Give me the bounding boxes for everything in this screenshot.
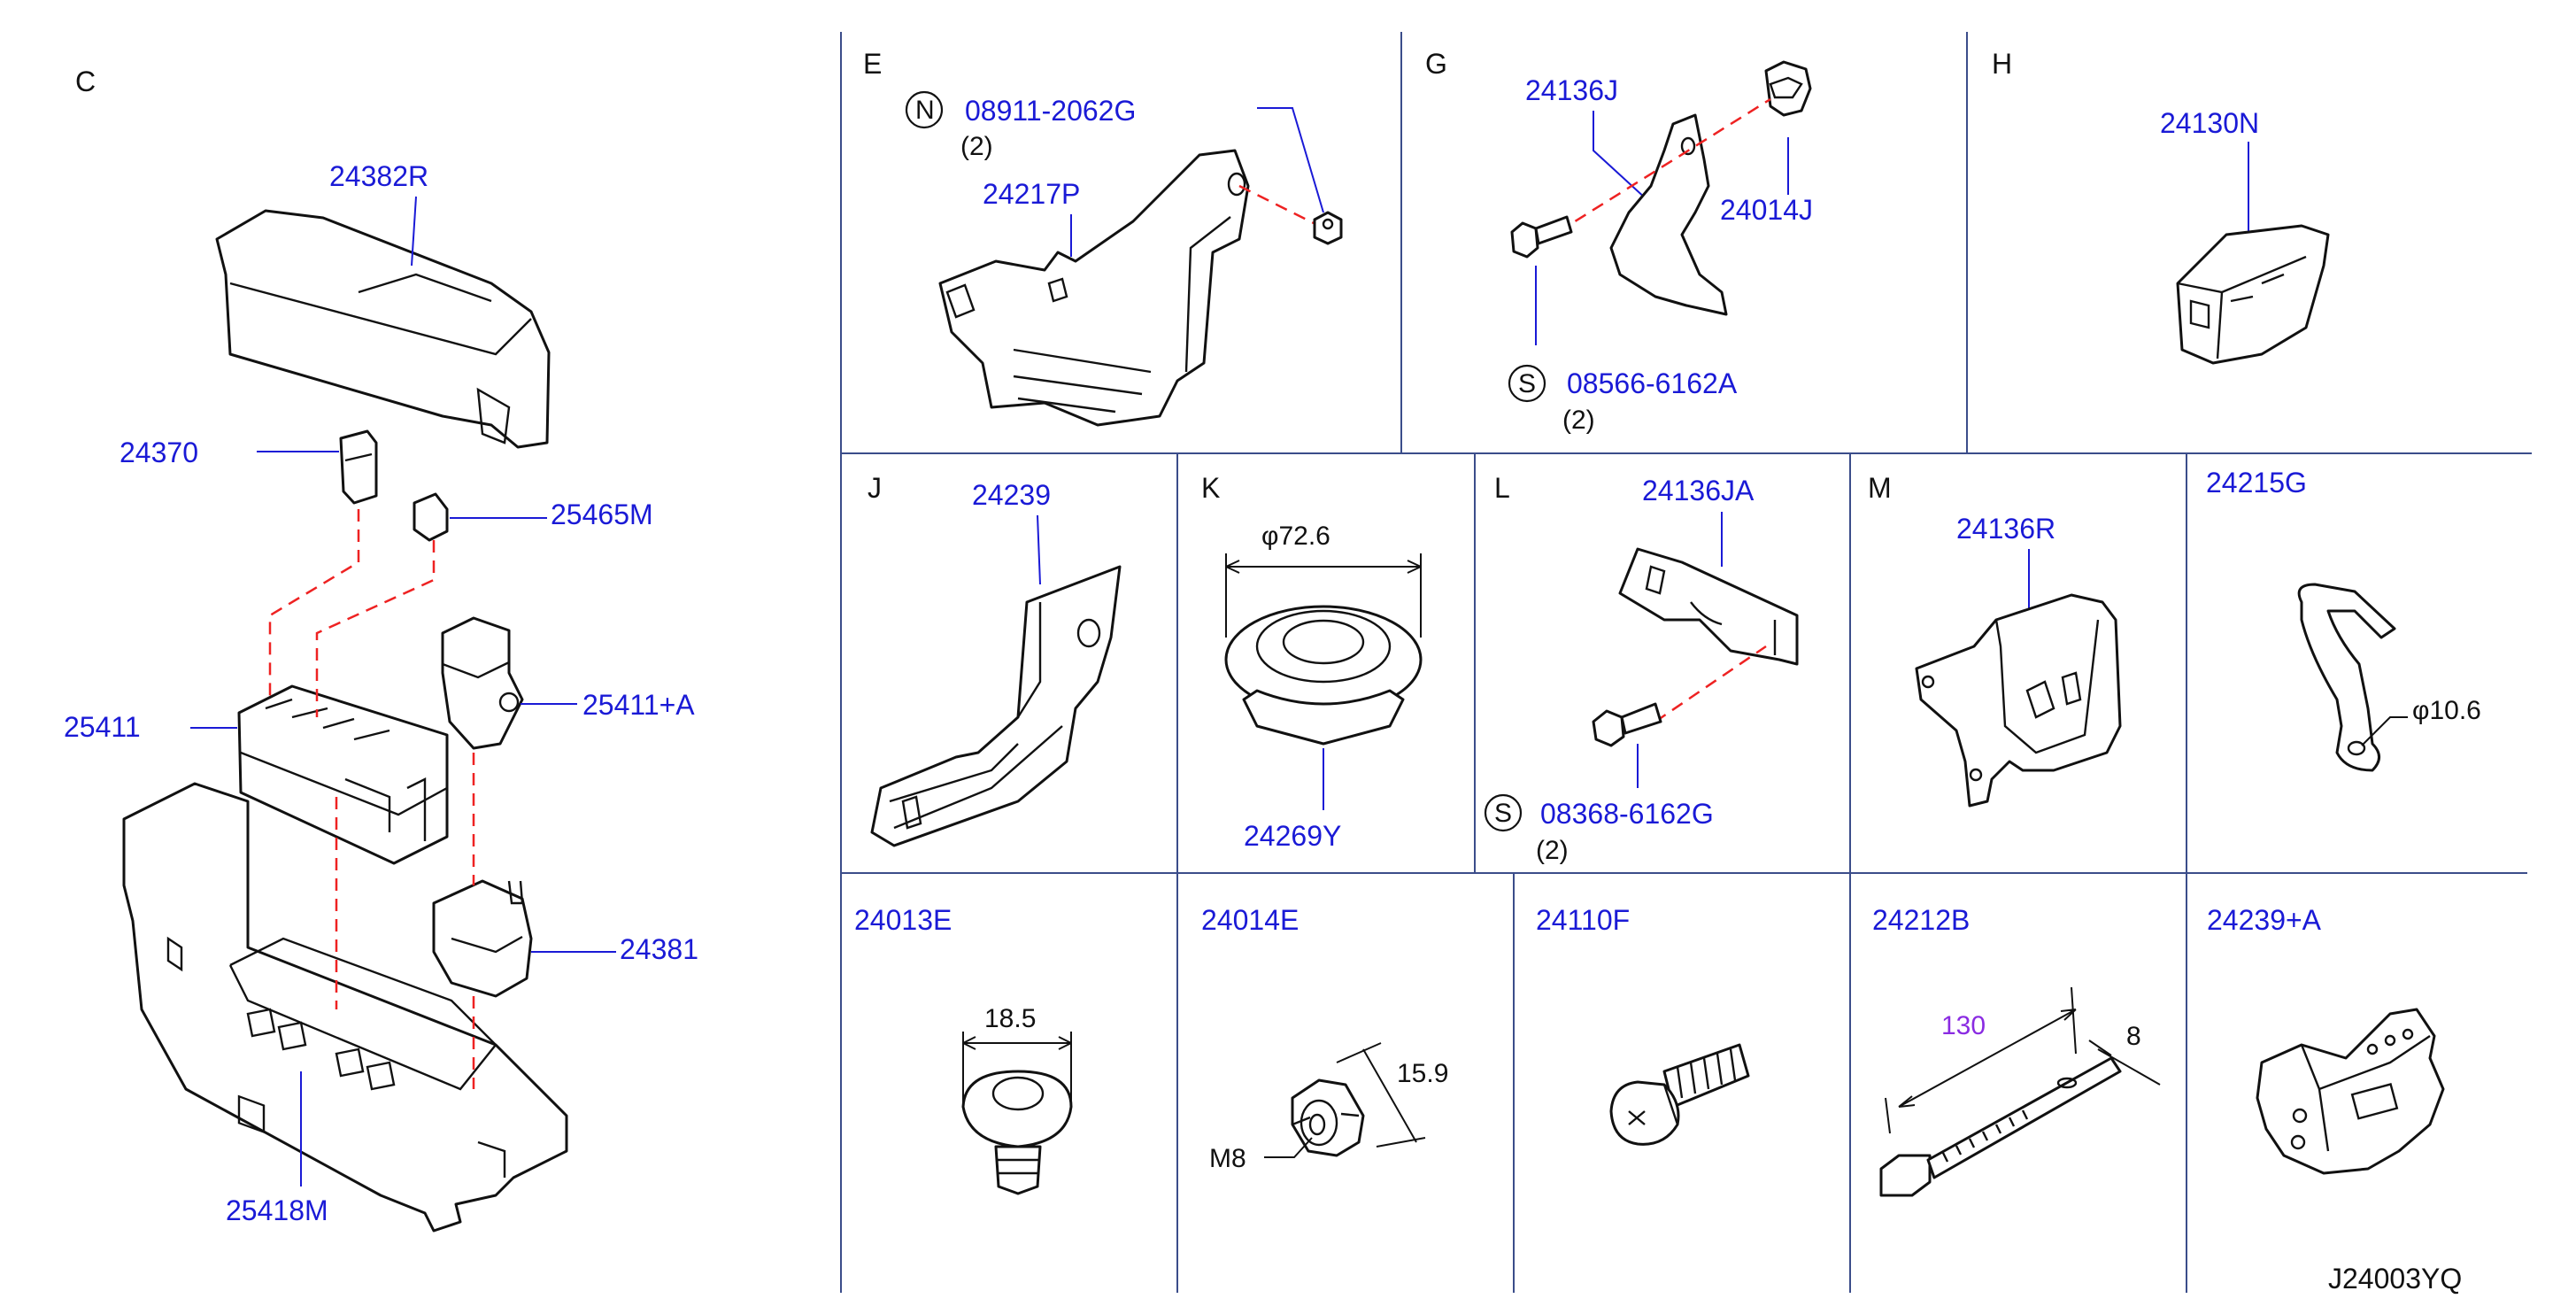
dim-15-9: 15.9	[1397, 1059, 1448, 1088]
section-e: E N 08911-2062G (2) 24217P	[863, 48, 1343, 427]
dim-width-8: 8	[2126, 1022, 2141, 1051]
part-label-25418m[interactable]: 25418M	[226, 1194, 328, 1226]
bracket-24136r	[1915, 593, 2122, 808]
part-label-24382r[interactable]: 24382R	[329, 160, 428, 192]
part-label-24215g[interactable]: 24215G	[2206, 467, 2307, 499]
nut-08911	[1313, 211, 1343, 245]
dim-m8: M8	[1209, 1144, 1246, 1173]
bracket-24239	[870, 565, 1122, 847]
s-symbol-2: S	[1494, 799, 1512, 828]
part-label-24217p[interactable]: 24217P	[983, 178, 1080, 210]
bracket-24136ja	[1618, 547, 1799, 666]
clip-24013e	[961, 1070, 1073, 1195]
dim-length-130: 130	[1941, 1011, 1986, 1040]
alignment-lines-c	[268, 509, 475, 1089]
s-symbol-1: S	[1518, 369, 1536, 398]
relay-25411a	[441, 616, 524, 750]
bolt-08368	[1592, 702, 1662, 747]
section-label-j: J	[868, 472, 882, 504]
n-symbol: N	[915, 96, 935, 125]
section-label-g: G	[1425, 48, 1447, 80]
section-g: G 24136J 24014J S 08566-6162A (2)	[1425, 48, 1813, 435]
part-label-08566[interactable]: 08566-6162A	[1567, 367, 1738, 399]
part-label-25465m[interactable]: 25465M	[551, 499, 653, 530]
part-label-24212b[interactable]: 24212B	[1872, 904, 1970, 936]
section-c: C 24382R 24370 25465M 25411	[64, 66, 698, 1233]
qty-08566: (2)	[1562, 406, 1595, 435]
section-label-l: L	[1494, 472, 1510, 504]
fuse-24370	[339, 429, 378, 505]
section-label-h: H	[1992, 48, 2012, 80]
s-symbol-circle-1	[1508, 364, 1546, 403]
dim-phi10: φ10.6	[2412, 696, 2481, 725]
s-symbol-circle-2	[1484, 793, 1523, 832]
section-24013e: 24013E 18.5	[854, 904, 1073, 1195]
qty-08911: (2)	[960, 132, 993, 161]
part-label-24381[interactable]: 24381	[620, 933, 698, 965]
fuse-box-cover	[215, 209, 551, 449]
bracket-24217p	[938, 149, 1250, 427]
part-label-25411a[interactable]: 25411+A	[582, 689, 695, 721]
section-24110f: 24110F	[1536, 904, 1750, 1146]
part-label-24130n[interactable]: 24130N	[2160, 107, 2259, 139]
connector-24130n	[2176, 224, 2330, 365]
section-24239a: 24239+A	[2207, 904, 2445, 1175]
section-grid	[840, 32, 2532, 1293]
bracket-24239a	[2256, 1008, 2445, 1175]
part-label-24136ja[interactable]: 24136JA	[1642, 475, 1755, 506]
section-label-e: E	[863, 48, 882, 80]
section-j: J 24239	[868, 472, 1122, 847]
part-label-24370[interactable]: 24370	[120, 437, 198, 468]
section-label-k: K	[1201, 472, 1220, 504]
part-label-08368[interactable]: 08368-6162G	[1540, 798, 1714, 830]
part-label-24239[interactable]: 24239	[972, 479, 1051, 511]
part-label-24239a[interactable]: 24239+A	[2207, 904, 2322, 936]
dim-18-5: 18.5	[984, 1004, 1036, 1033]
part-label-25411[interactable]: 25411	[64, 711, 141, 743]
bracket-25418m	[122, 782, 568, 1233]
section-h: H 24130N	[1992, 48, 2330, 365]
part-label-24014j[interactable]: 24014J	[1720, 194, 1813, 226]
grommet-24269y	[1224, 605, 1423, 746]
section-k: K φ72.6 24269Y	[1201, 472, 1423, 852]
section-24014e: 24014E 15.9 M8	[1201, 904, 1448, 1173]
section-label-m: M	[1868, 472, 1892, 504]
part-label-24269y[interactable]: 24269Y	[1244, 820, 1341, 852]
cable-tie-24212b	[1879, 1056, 2122, 1197]
bolt-08566	[1510, 215, 1573, 259]
part-label-24136r[interactable]: 24136R	[1956, 513, 2055, 545]
section-24212b: 24212B 130 8	[1872, 904, 2161, 1197]
part-label-24136j[interactable]: 24136J	[1525, 74, 1618, 106]
qty-08368: (2)	[1536, 836, 1569, 865]
part-label-24110f[interactable]: 24110F	[1536, 904, 1630, 936]
clamp-24136j	[1609, 113, 1728, 316]
part-label-24013e[interactable]: 24013E	[854, 904, 952, 936]
section-l: L 24136JA S 08368-6162G (2)	[1484, 472, 1799, 865]
fuse-25465m	[413, 492, 449, 542]
clip-24215g	[2297, 583, 2396, 772]
part-label-24014e[interactable]: 24014E	[1201, 904, 1299, 936]
diagram-code: J24003YQ	[2328, 1263, 2462, 1295]
section-label-c: C	[75, 66, 96, 97]
dim-phi72: φ72.6	[1261, 522, 1330, 551]
n-symbol-circle	[905, 90, 944, 129]
nut-24014e	[1291, 1078, 1365, 1157]
section-m: M 24136R	[1868, 472, 2122, 808]
fuse-block-25411	[237, 684, 449, 865]
part-label-08911[interactable]: 08911-2062G	[965, 95, 1136, 127]
connector-24381	[432, 879, 533, 998]
section-24215g: 24215G φ10.6	[2206, 467, 2481, 772]
bolt-24110f	[1609, 1043, 1750, 1146]
clip-24014j	[1764, 60, 1812, 117]
